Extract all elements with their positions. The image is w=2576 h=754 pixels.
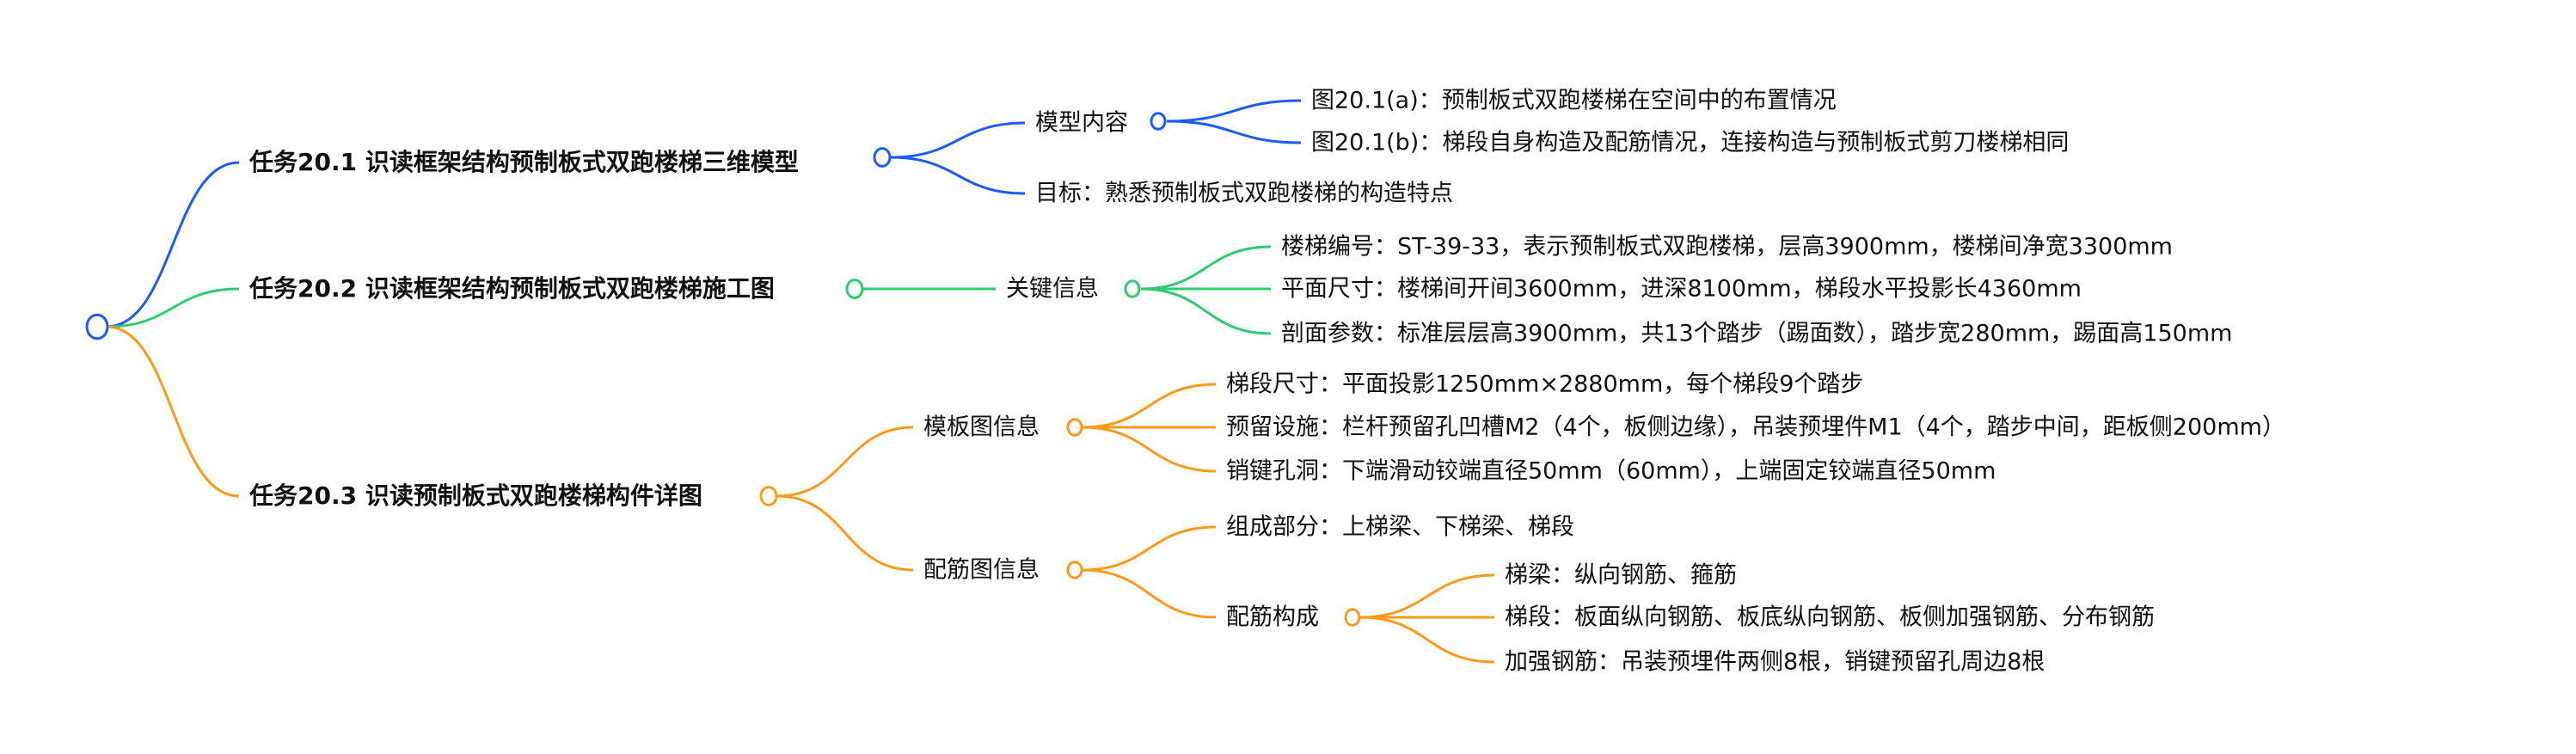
stair-id-node[interactable]: 楼梯编号：ST-39-33，表示预制板式双跑楼梯，层高3900mm，楼梯间净宽3… [1281, 233, 2173, 261]
connector-line [1082, 426, 1217, 473]
section-params-node[interactable]: 剖面参数：标准层层高3900mm，共13个踏步（踢面数），踏步宽280mm，踢面… [1281, 320, 2233, 347]
connector-line [776, 426, 914, 498]
connector-line [106, 287, 240, 328]
dowel-hole-node[interactable]: 销键孔洞：下端滑动铰端直径50mm（60mm），上端固定铰端直径50mm [1226, 457, 1996, 485]
fig-a-node[interactable]: 图20.1(a)：预制板式双跑楼梯在空间中的布置情况 [1311, 87, 1837, 114]
collapse-toggle-icon[interactable] [1124, 279, 1141, 298]
model-content-node[interactable]: 模型内容 [1035, 109, 1128, 137]
connector-line [1166, 120, 1302, 144]
plan-size-node[interactable]: 平面尺寸：楼梯间开间3600mm，进深8100mm，梯段水平投影长4360mm [1281, 275, 2082, 303]
connector-line [1082, 568, 1217, 619]
connector-line [890, 156, 1026, 195]
task-20-3-node[interactable]: 任务20.3 识读预制板式双跑楼梯构件详图 [249, 481, 702, 510]
task-20-1-node[interactable]: 任务20.1 识读框架结构预制板式双跑楼梯三维模型 [249, 148, 799, 176]
connector-line [1140, 287, 1272, 335]
rebar-info-node[interactable]: 配筋图信息 [923, 556, 1040, 584]
collapse-toggle-icon[interactable] [85, 313, 109, 340]
connector-line [1359, 573, 1495, 619]
connector-line [1166, 99, 1302, 123]
fig-b-node[interactable]: 图20.1(b)：梯段自身构造及配筋情况，连接构造与预制板式剪刀楼梯相同 [1311, 129, 2070, 156]
connector-line [1082, 525, 1217, 572]
collapse-toggle-icon[interactable] [759, 486, 778, 506]
connector-line [1359, 616, 1495, 664]
composition-node[interactable]: 组成部分：上梯梁、下梯梁、梯段 [1226, 513, 1574, 541]
goal-node[interactable]: 目标：熟悉预制板式双跑楼梯的构造特点 [1035, 180, 1453, 207]
collapse-toggle-icon[interactable] [1344, 608, 1361, 627]
key-info-node[interactable]: 关键信息 [1006, 275, 1099, 303]
flight-rebar-node[interactable]: 梯段：板面纵向钢筋、板底纵向钢筋、板侧加强钢筋、分布钢筋 [1505, 604, 2155, 631]
collapse-toggle-icon[interactable] [873, 147, 892, 168]
connector-line [106, 325, 240, 498]
beam-rebar-node[interactable]: 梯梁：纵向钢筋、箍筋 [1505, 561, 1737, 589]
collapse-toggle-icon[interactable] [1066, 561, 1083, 579]
task-20-2-node[interactable]: 任务20.2 识读框架结构预制板式双跑楼梯施工图 [249, 274, 775, 303]
connector-line [106, 161, 240, 328]
rebar-makeup-node[interactable]: 配筋构成 [1226, 604, 1319, 631]
collapse-toggle-icon[interactable] [1066, 418, 1083, 437]
connector-line [776, 494, 914, 572]
flight-size-node[interactable]: 梯段尺寸：平面投影1250mm×2880mm，每个梯段9个踏步 [1226, 371, 1864, 398]
connector-line [890, 121, 1026, 159]
collapse-toggle-icon[interactable] [845, 279, 864, 299]
reserved-node[interactable]: 预留设施：栏杆预留孔凹槽M2（4个，板侧边缘），吊装预埋件M1（4个，踏步中间，… [1226, 414, 2285, 441]
reinforce-rebar-node[interactable]: 加强钢筋：吊装预埋件两侧8根，销键预留孔周边8根 [1505, 648, 2045, 676]
connector-line [1082, 383, 1217, 429]
collapse-toggle-icon[interactable] [1150, 112, 1167, 131]
connector-line [1140, 245, 1272, 291]
template-info-node[interactable]: 模板图信息 [923, 414, 1040, 441]
